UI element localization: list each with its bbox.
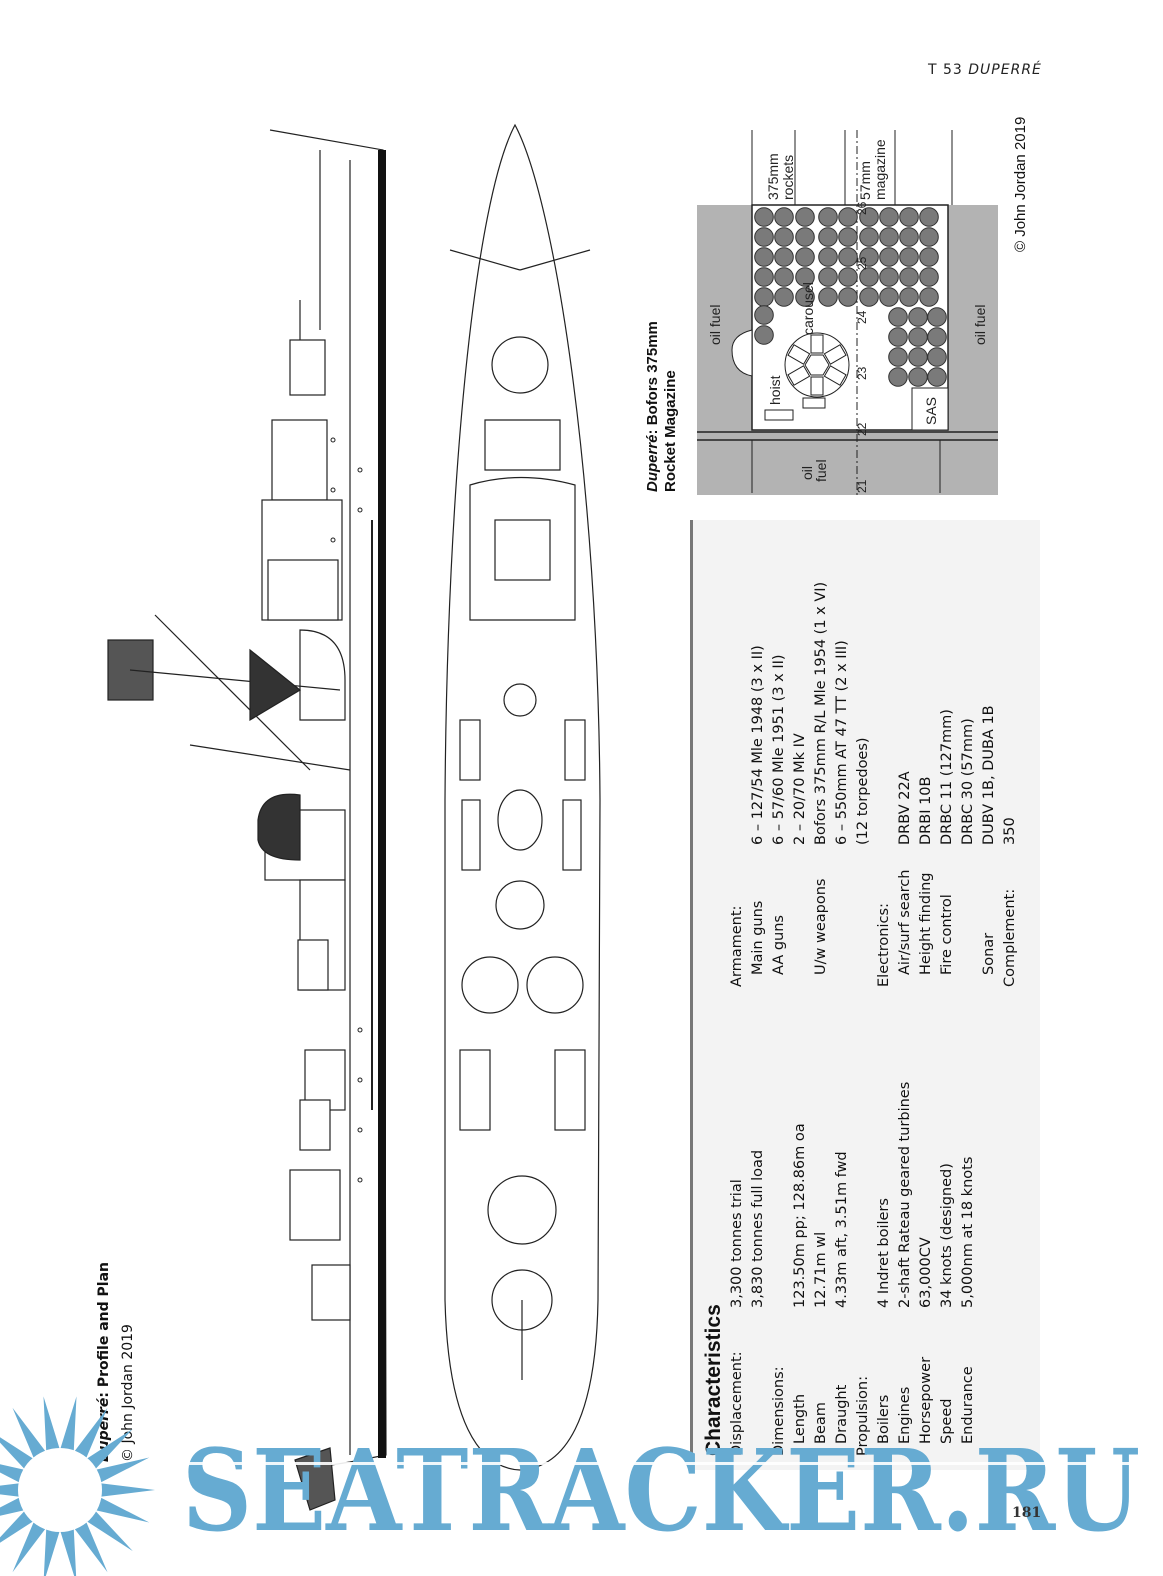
rocket	[888, 327, 908, 347]
label-fuel-low: fuel	[813, 459, 829, 482]
rocket	[774, 227, 794, 247]
label-sas: SAS	[923, 397, 939, 425]
rocket	[899, 207, 919, 227]
hoist-box	[764, 409, 794, 421]
rocket	[774, 287, 794, 307]
rocket	[879, 247, 899, 267]
rocket	[927, 347, 947, 367]
rocket	[919, 267, 939, 287]
label-57mm: 57mm	[857, 161, 873, 200]
rocket	[919, 287, 939, 307]
sas-box	[911, 387, 949, 431]
plan-drawing	[444, 123, 601, 1471]
label-oil-low: oil	[799, 466, 815, 480]
rocket	[774, 207, 794, 227]
frame-25: 25	[855, 256, 869, 270]
rocket	[919, 227, 939, 247]
rocket	[888, 307, 908, 327]
rocket	[838, 287, 858, 307]
label-magazine: magazine	[872, 139, 888, 200]
rocket	[754, 227, 774, 247]
rocket	[774, 267, 794, 287]
profile-drawing	[107, 129, 387, 1511]
rocket	[754, 325, 774, 345]
label-hoist: hoist	[767, 375, 783, 405]
rocket	[818, 247, 838, 267]
rocket	[754, 247, 774, 267]
header-ship-name: DUPERRÉ	[968, 62, 1042, 78]
rocket	[888, 347, 908, 367]
carousel-icon	[784, 332, 850, 398]
rocket	[899, 287, 919, 307]
rocket	[754, 207, 774, 227]
sun-logo-icon	[0, 1396, 155, 1576]
rocket	[754, 305, 774, 325]
header-code: T 53	[928, 62, 963, 78]
rocket	[838, 207, 858, 227]
rocket	[859, 227, 879, 247]
rocket	[795, 227, 815, 247]
rocket	[818, 287, 838, 307]
frame-23: 23	[855, 366, 869, 380]
rocket-stack	[754, 207, 947, 387]
rocket	[879, 207, 899, 227]
rocket	[888, 367, 908, 387]
label-375mm: 375mm	[765, 153, 781, 200]
rocket	[838, 267, 858, 287]
rocket	[859, 207, 879, 227]
rocket	[754, 267, 774, 287]
rocket	[927, 327, 947, 347]
label-rockets: rockets	[780, 155, 796, 200]
label-oil-fuel-right: oil fuel	[972, 305, 988, 345]
rocket	[899, 227, 919, 247]
rocket	[818, 267, 838, 287]
rocket	[795, 287, 815, 307]
rocket	[818, 227, 838, 247]
rocket	[899, 267, 919, 287]
rocket	[774, 247, 794, 267]
page-number: 181	[1012, 1505, 1042, 1521]
rocket	[795, 247, 815, 267]
rocket	[879, 227, 899, 247]
rocket	[927, 307, 947, 327]
rocket	[838, 247, 858, 267]
frame-22: 22	[855, 422, 869, 436]
rocket	[795, 207, 815, 227]
frame-21: 21	[855, 479, 869, 493]
rocket	[859, 287, 879, 307]
running-header: T 53 DUPERRÉ	[928, 62, 1042, 78]
rocket	[879, 287, 899, 307]
frame-26: 26	[855, 201, 869, 215]
rocket	[919, 247, 939, 267]
rocket	[795, 267, 815, 287]
label-oil-fuel-left: oil fuel	[707, 305, 723, 345]
rocket	[859, 247, 879, 267]
rocket	[838, 227, 858, 247]
rocket	[879, 267, 899, 287]
rocket	[899, 247, 919, 267]
rocket	[927, 367, 947, 387]
rocket	[919, 207, 939, 227]
watermark-text: SEATRACKER.RU	[182, 1426, 1140, 1557]
rocket	[818, 207, 838, 227]
label-carousel: carousel	[800, 282, 816, 335]
frame-24: 24	[855, 310, 869, 324]
rocket	[859, 267, 879, 287]
